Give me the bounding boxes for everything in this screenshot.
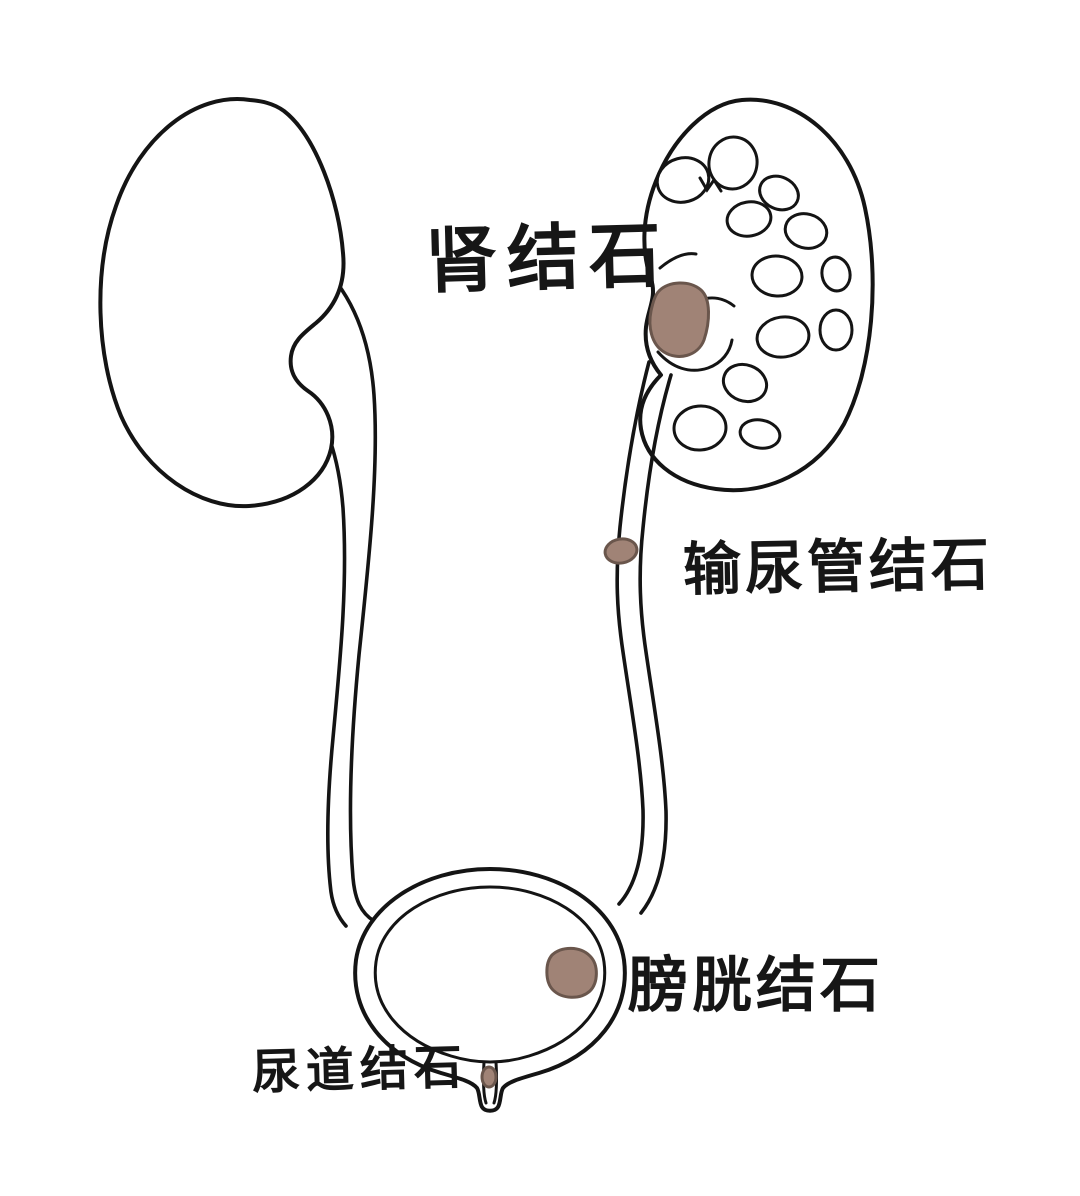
urethra-canal-line bbox=[492, 1060, 499, 1105]
renal-calyx bbox=[818, 308, 854, 352]
renal-calyx bbox=[738, 418, 782, 450]
kidney-stone-label: 肾结石 bbox=[423, 212, 673, 304]
calyx-squiggle bbox=[698, 176, 723, 193]
left-kidney-outline bbox=[98, 97, 346, 509]
renal-calyx bbox=[721, 362, 769, 404]
renal-calyx bbox=[750, 254, 804, 298]
stones bbox=[480, 281, 710, 1089]
bladder-inner-wall bbox=[373, 885, 607, 1064]
left-ureter-inner-line bbox=[301, 390, 348, 928]
renal-calyx bbox=[655, 156, 711, 204]
renal-calyx bbox=[672, 404, 728, 452]
bladder-outer-wall bbox=[353, 867, 627, 1113]
left-ureter bbox=[301, 258, 378, 928]
right-ureter-outer-line bbox=[615, 360, 651, 906]
ureter-stone-label: 输尿管结石 bbox=[682, 530, 994, 604]
right-ureter bbox=[615, 360, 673, 915]
kidney-stone-shape bbox=[648, 281, 710, 358]
urethra-stone-shape bbox=[480, 1065, 498, 1089]
renal-pelvis-line bbox=[656, 338, 734, 372]
renal-calyx bbox=[755, 315, 811, 359]
renal-calyces bbox=[655, 135, 854, 452]
bladder bbox=[353, 867, 627, 1113]
renal-pelvis-line bbox=[658, 252, 698, 270]
renal-calyx bbox=[820, 255, 852, 293]
bladder-stone-shape bbox=[545, 946, 598, 999]
urethra-canal-line bbox=[481, 1060, 488, 1105]
renal-calyx bbox=[758, 174, 800, 212]
urethra-stone-label: 尿道结石 bbox=[251, 1039, 469, 1101]
renal-calyx bbox=[725, 200, 773, 238]
renal-calyx bbox=[707, 135, 759, 191]
right-ureter-inner-line bbox=[638, 373, 673, 915]
ureter-stone-shape bbox=[603, 537, 639, 565]
renal-calyx bbox=[783, 212, 829, 250]
bladder-stone-label: 膀胱结石 bbox=[628, 951, 884, 1021]
left-ureter-outer-line bbox=[314, 258, 378, 923]
